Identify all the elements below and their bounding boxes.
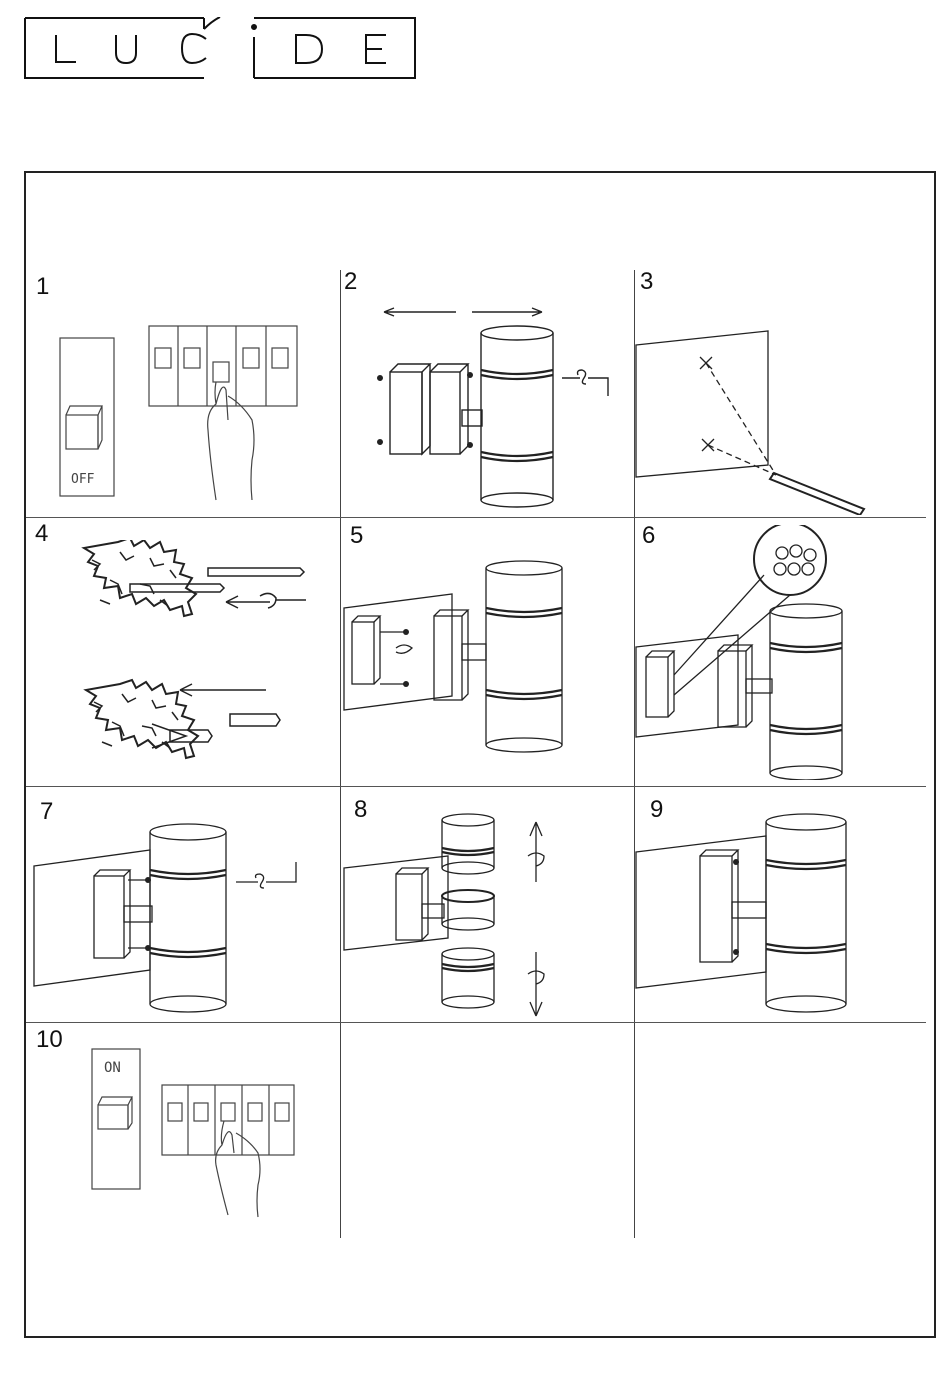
- switch-state-label: ON: [104, 1060, 121, 1076]
- grid-divider: [26, 786, 926, 787]
- lucide-logo: [24, 17, 416, 79]
- step-number: 4: [35, 522, 48, 546]
- step-number: 1: [36, 275, 49, 299]
- step-8-illustration: [340, 812, 570, 1022]
- grid-divider: [26, 1022, 926, 1023]
- step-4-illustration: [80, 540, 310, 775]
- step-6-illustration: [634, 525, 874, 780]
- step-2-illustration: [370, 300, 620, 510]
- step-number: 3: [640, 270, 653, 294]
- step-5-illustration: [340, 560, 580, 760]
- step-7-illustration: [30, 820, 310, 1020]
- step-1-illustration: OFF: [56, 320, 306, 505]
- switch-state-label: OFF: [71, 472, 95, 487]
- step-number: 10: [36, 1028, 63, 1052]
- grid-divider: [26, 517, 926, 518]
- step-3-illustration: [634, 325, 874, 515]
- step-10-illustration: ON: [88, 1045, 308, 1220]
- step-9-illustration: [634, 812, 874, 1017]
- step-number: 2: [344, 270, 357, 294]
- step-number: 5: [350, 524, 363, 548]
